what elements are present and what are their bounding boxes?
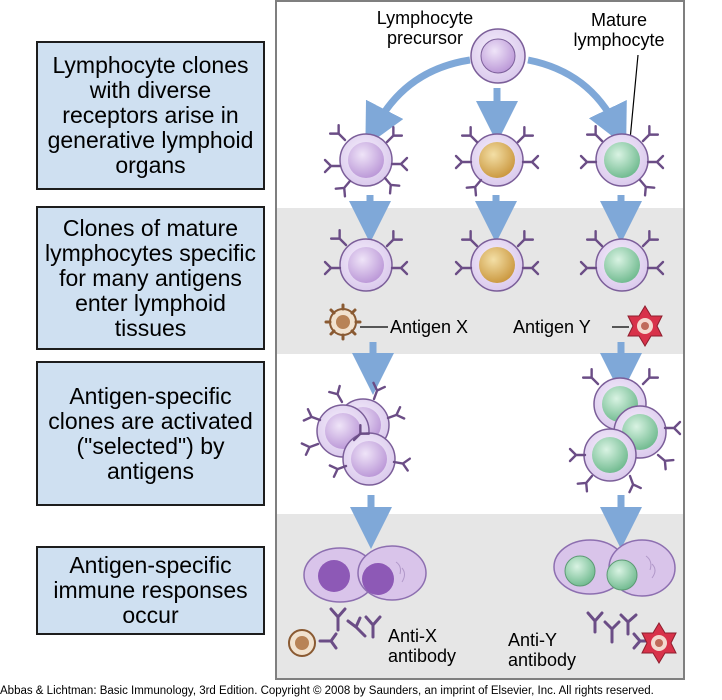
row2-cell-green [579,229,665,292]
label-anti-x-antibody: Anti-X antibody [388,626,457,666]
activated-cluster-x [300,381,412,486]
effector-cells-x [303,545,427,603]
label-anti-y-antibody: Anti-Y antibody [508,630,577,670]
bound-antigen-y [641,622,677,664]
effector-cells-y [553,539,676,597]
step-box-3: Antigen-specific clones are activated ("… [36,361,265,506]
step-text-1: Lymphocyte clones with diverse receptors… [47,52,254,178]
step-box-4: Antigen-specific immune responses occur [36,546,265,635]
step-box-1: Lymphocyte clones with diverse receptors… [36,41,265,190]
label-precursor: Lymphocyte precursor [376,8,474,48]
mature-pointer [629,54,639,141]
antigen-x-shape [324,303,362,341]
step-text-3: Antigen-specific clones are activated ("… [48,382,253,484]
secreted-antibodies-y [586,611,653,650]
copyright-footer: Abbas & Lichtman: Basic Immunology, 3rd … [0,685,654,697]
arrow-precursor-left [365,56,471,147]
row2-cell-yellow [454,229,540,292]
row1-cell-purple [323,123,409,198]
arrow-precursor-right [527,56,627,147]
label-antigen-y: Antigen Y [513,317,591,337]
secreted-antibodies-x [318,607,382,650]
antigen-y-shape [627,305,663,347]
activated-cluster-y [568,367,682,494]
label-antigen-x: Antigen X [390,317,469,337]
bound-antigen-x [288,629,316,657]
row2-cell-purple [323,228,409,292]
row1-cell-green [579,124,665,197]
label-mature: Mature lymphocyte [573,10,665,50]
row1-cell-yellow [454,125,540,197]
step-text-4: Antigen-specific immune responses occur [53,552,248,628]
step-text-2: Clones of mature lymphocytes specific fo… [45,214,256,341]
precursor-cell [470,28,526,84]
step-box-2: Clones of mature lymphocytes specific fo… [36,206,265,350]
